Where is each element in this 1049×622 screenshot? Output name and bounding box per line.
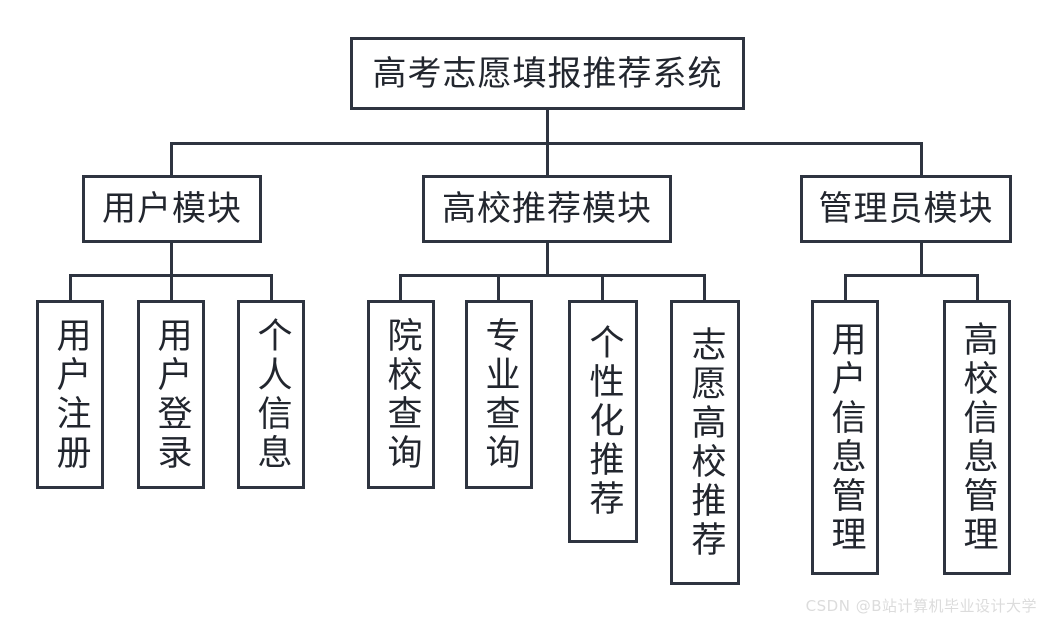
connector-drop-recommend-major	[497, 274, 500, 301]
node-leaf-volunteer-school-recommend-label: 志愿高校推荐	[685, 325, 726, 560]
node-module-user-label: 用户模块	[102, 189, 242, 229]
connector-drop-module-admin	[920, 142, 923, 176]
node-root-label: 高考志愿填报推荐系统	[372, 53, 723, 94]
connector-drop-recommend-volunteer	[703, 274, 706, 301]
node-leaf-personalized-recommend[interactable]: 个性化推荐	[568, 300, 638, 543]
connector-drop-module-user	[170, 142, 173, 176]
connector-drop-module-recommend	[546, 142, 549, 176]
connector-bus-recommend	[399, 274, 706, 277]
node-leaf-school-info-management[interactable]: 高校信息管理	[943, 300, 1011, 575]
connector-drop-admin-user-info	[844, 274, 847, 301]
node-leaf-volunteer-school-recommend[interactable]: 志愿高校推荐	[670, 300, 740, 585]
connector-drop-user-register	[69, 274, 72, 301]
node-leaf-user-profile[interactable]: 个人信息	[237, 300, 305, 489]
node-leaf-school-query[interactable]: 院校查询	[367, 300, 435, 489]
connector-root-stem	[546, 110, 549, 143]
node-leaf-user-register-label: 用户注册	[50, 316, 91, 473]
node-module-user[interactable]: 用户模块	[82, 175, 262, 243]
node-leaf-user-login[interactable]: 用户登录	[137, 300, 205, 489]
watermark-text: CSDN @B站计算机毕业设计大学	[805, 597, 1037, 615]
node-leaf-user-profile-label: 个人信息	[251, 316, 292, 473]
connector-stem-admin	[920, 243, 923, 275]
node-module-admin[interactable]: 管理员模块	[800, 175, 1012, 243]
node-leaf-major-query-label: 专业查询	[479, 316, 520, 473]
node-leaf-major-query[interactable]: 专业查询	[465, 300, 533, 489]
node-module-admin-label: 管理员模块	[818, 189, 994, 229]
connector-stem-user	[170, 243, 173, 275]
node-module-recommend-label: 高校推荐模块	[442, 189, 652, 229]
node-leaf-user-info-management-label: 用户信息管理	[825, 320, 866, 555]
connector-drop-admin-school-info	[976, 274, 979, 301]
connector-drop-recommend-school	[399, 274, 402, 301]
connector-bus-admin	[844, 274, 979, 277]
node-leaf-school-query-label: 院校查询	[381, 316, 422, 473]
node-leaf-user-login-label: 用户登录	[151, 316, 192, 473]
node-module-recommend[interactable]: 高校推荐模块	[422, 175, 672, 243]
node-leaf-user-info-management[interactable]: 用户信息管理	[811, 300, 879, 575]
node-root[interactable]: 高考志愿填报推荐系统	[350, 37, 745, 110]
connector-stem-recommend	[546, 243, 549, 275]
connector-drop-user-profile	[270, 274, 273, 301]
connector-drop-user-login	[170, 274, 173, 301]
node-leaf-personalized-recommend-label: 个性化推荐	[583, 324, 624, 519]
node-leaf-user-register[interactable]: 用户注册	[36, 300, 104, 489]
connector-drop-recommend-personal	[601, 274, 604, 301]
node-leaf-school-info-management-label: 高校信息管理	[957, 320, 998, 555]
